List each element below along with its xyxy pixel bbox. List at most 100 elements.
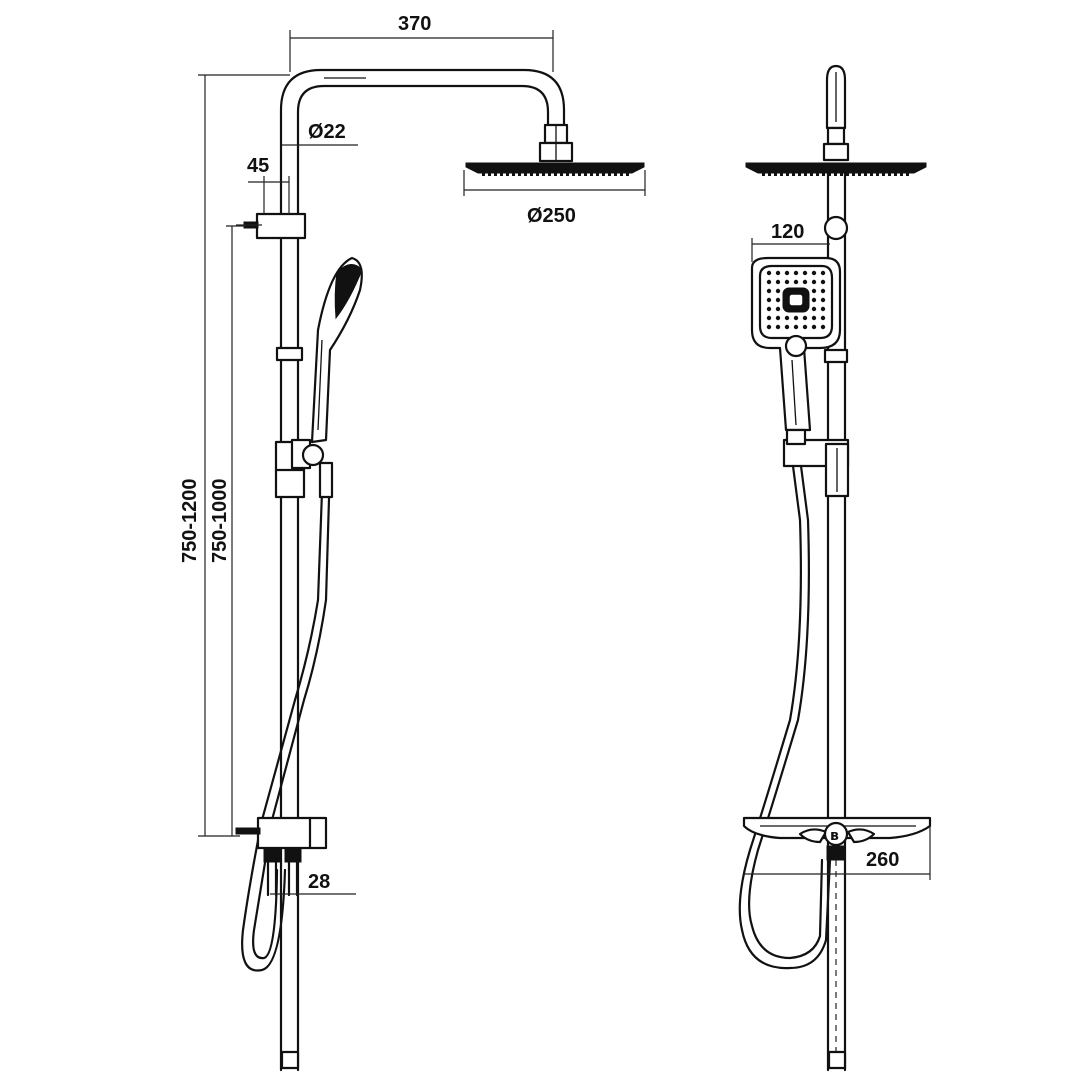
spray-hole bbox=[820, 270, 826, 276]
nozzle-tooth bbox=[786, 173, 789, 176]
hand-shower-face bbox=[334, 264, 363, 320]
spray-hole bbox=[775, 306, 781, 312]
front-rain-head bbox=[745, 162, 927, 174]
nozzle-tooth bbox=[882, 173, 885, 176]
spray-hole bbox=[766, 306, 772, 312]
front-bracket-ball bbox=[823, 215, 849, 241]
front-inlet-nut bbox=[826, 845, 846, 861]
nozzle-tooth bbox=[906, 173, 909, 176]
spray-hole bbox=[766, 270, 772, 276]
column-arm-outer bbox=[279, 68, 566, 1072]
spray-hole bbox=[766, 315, 772, 321]
spray-hole bbox=[811, 324, 817, 330]
spray-hole bbox=[766, 297, 772, 303]
spray-hole bbox=[820, 315, 826, 321]
nozzle-tooth bbox=[584, 173, 587, 176]
rain-head-profile bbox=[465, 162, 645, 174]
spray-hole bbox=[775, 288, 781, 294]
nozzle-tooth bbox=[560, 173, 563, 176]
spray-hole bbox=[766, 288, 772, 294]
spray-hole bbox=[775, 270, 781, 276]
spray-hole bbox=[784, 315, 790, 321]
nozzle-tooth bbox=[536, 173, 539, 176]
nozzle-tooth bbox=[554, 173, 557, 176]
spray-hole bbox=[820, 306, 826, 312]
spray-hole bbox=[793, 270, 799, 276]
dim-diameter-22-label: Ø22 bbox=[308, 121, 346, 143]
spray-hole bbox=[775, 279, 781, 285]
dim-260-label: 260 bbox=[866, 849, 899, 871]
inlet-pipe-right bbox=[287, 860, 299, 897]
dim-28-label: 28 bbox=[308, 871, 330, 893]
spray-hole bbox=[802, 270, 808, 276]
spray-hole bbox=[811, 270, 817, 276]
nozzle-tooth bbox=[572, 173, 575, 176]
nozzle-tooth bbox=[900, 173, 903, 176]
nozzle-tooth bbox=[774, 173, 777, 176]
nozzle-tooth bbox=[768, 173, 771, 176]
spray-hole bbox=[793, 315, 799, 321]
dim-diameter-250-label: Ø250 bbox=[527, 205, 576, 227]
nozzle-tooth bbox=[488, 173, 491, 176]
dim-750-1000-label: 750-1000 bbox=[209, 478, 231, 563]
nozzle-tooth bbox=[626, 173, 629, 176]
front-spray-center-inner bbox=[788, 293, 804, 307]
nozzle-tooth bbox=[876, 173, 879, 176]
front-view: ʙ bbox=[738, 64, 932, 1072]
nozzle-tooth bbox=[798, 173, 801, 176]
inlet-nut-left bbox=[263, 847, 281, 863]
nozzle-tooth bbox=[834, 173, 837, 176]
nozzle-tooth bbox=[870, 173, 873, 176]
nozzle-tooth bbox=[858, 173, 861, 176]
nozzle-tooth bbox=[792, 173, 795, 176]
nozzle-tooth bbox=[500, 173, 503, 176]
front-arm-connector bbox=[826, 126, 846, 146]
front-mixer-dial-mark: ʙ bbox=[830, 828, 839, 844]
nozzle-tooth bbox=[566, 173, 569, 176]
spray-hole bbox=[784, 324, 790, 330]
nozzle-tooth bbox=[888, 173, 891, 176]
front-mixer-dial bbox=[823, 821, 849, 847]
wall-bracket-top bbox=[255, 212, 307, 240]
rain-head-nozzles bbox=[482, 173, 629, 176]
spray-hole bbox=[775, 324, 781, 330]
spray-hole bbox=[820, 324, 826, 330]
spray-hole bbox=[802, 279, 808, 285]
nozzle-tooth bbox=[482, 173, 485, 176]
side-view-dimensions: 370 Ø22 45 Ø250 750-1200 750-1000 28 bbox=[179, 13, 646, 895]
spray-hole bbox=[766, 279, 772, 285]
dim-120-label: 120 bbox=[771, 221, 804, 243]
front-hose-inner bbox=[748, 464, 824, 960]
front-handle-highlight bbox=[791, 359, 797, 426]
nozzle-tooth bbox=[596, 173, 599, 176]
hose-left-inner bbox=[252, 463, 332, 960]
nozzle-tooth bbox=[578, 173, 581, 176]
spray-hole bbox=[766, 324, 772, 330]
spray-hole bbox=[820, 297, 826, 303]
nozzle-tooth bbox=[864, 173, 867, 176]
front-column-end bbox=[827, 1050, 847, 1070]
front-slider-cup bbox=[785, 428, 807, 446]
spray-hole bbox=[811, 288, 817, 294]
spray-hole bbox=[802, 315, 808, 321]
mixer-bracket-screw bbox=[235, 827, 261, 835]
spray-hole bbox=[784, 279, 790, 285]
front-mixer-lever-left bbox=[798, 828, 828, 844]
nozzle-tooth bbox=[894, 173, 897, 176]
front-head-nut bbox=[822, 142, 850, 162]
inlet-nut-right bbox=[284, 847, 302, 863]
nozzle-tooth bbox=[620, 173, 623, 176]
front-spray-nozzles bbox=[766, 270, 826, 330]
front-mode-button bbox=[784, 334, 808, 358]
nozzle-tooth bbox=[506, 173, 509, 176]
nozzle-tooth bbox=[828, 173, 831, 176]
nozzle-tooth bbox=[822, 173, 825, 176]
nozzle-tooth bbox=[608, 173, 611, 176]
nozzle-tooth bbox=[602, 173, 605, 176]
dim-45-label: 45 bbox=[247, 155, 269, 177]
front-column-ring bbox=[823, 348, 849, 364]
column-end-left bbox=[280, 1050, 300, 1070]
hand-shower-grip-line bbox=[317, 339, 323, 431]
nozzle-tooth bbox=[816, 173, 819, 176]
